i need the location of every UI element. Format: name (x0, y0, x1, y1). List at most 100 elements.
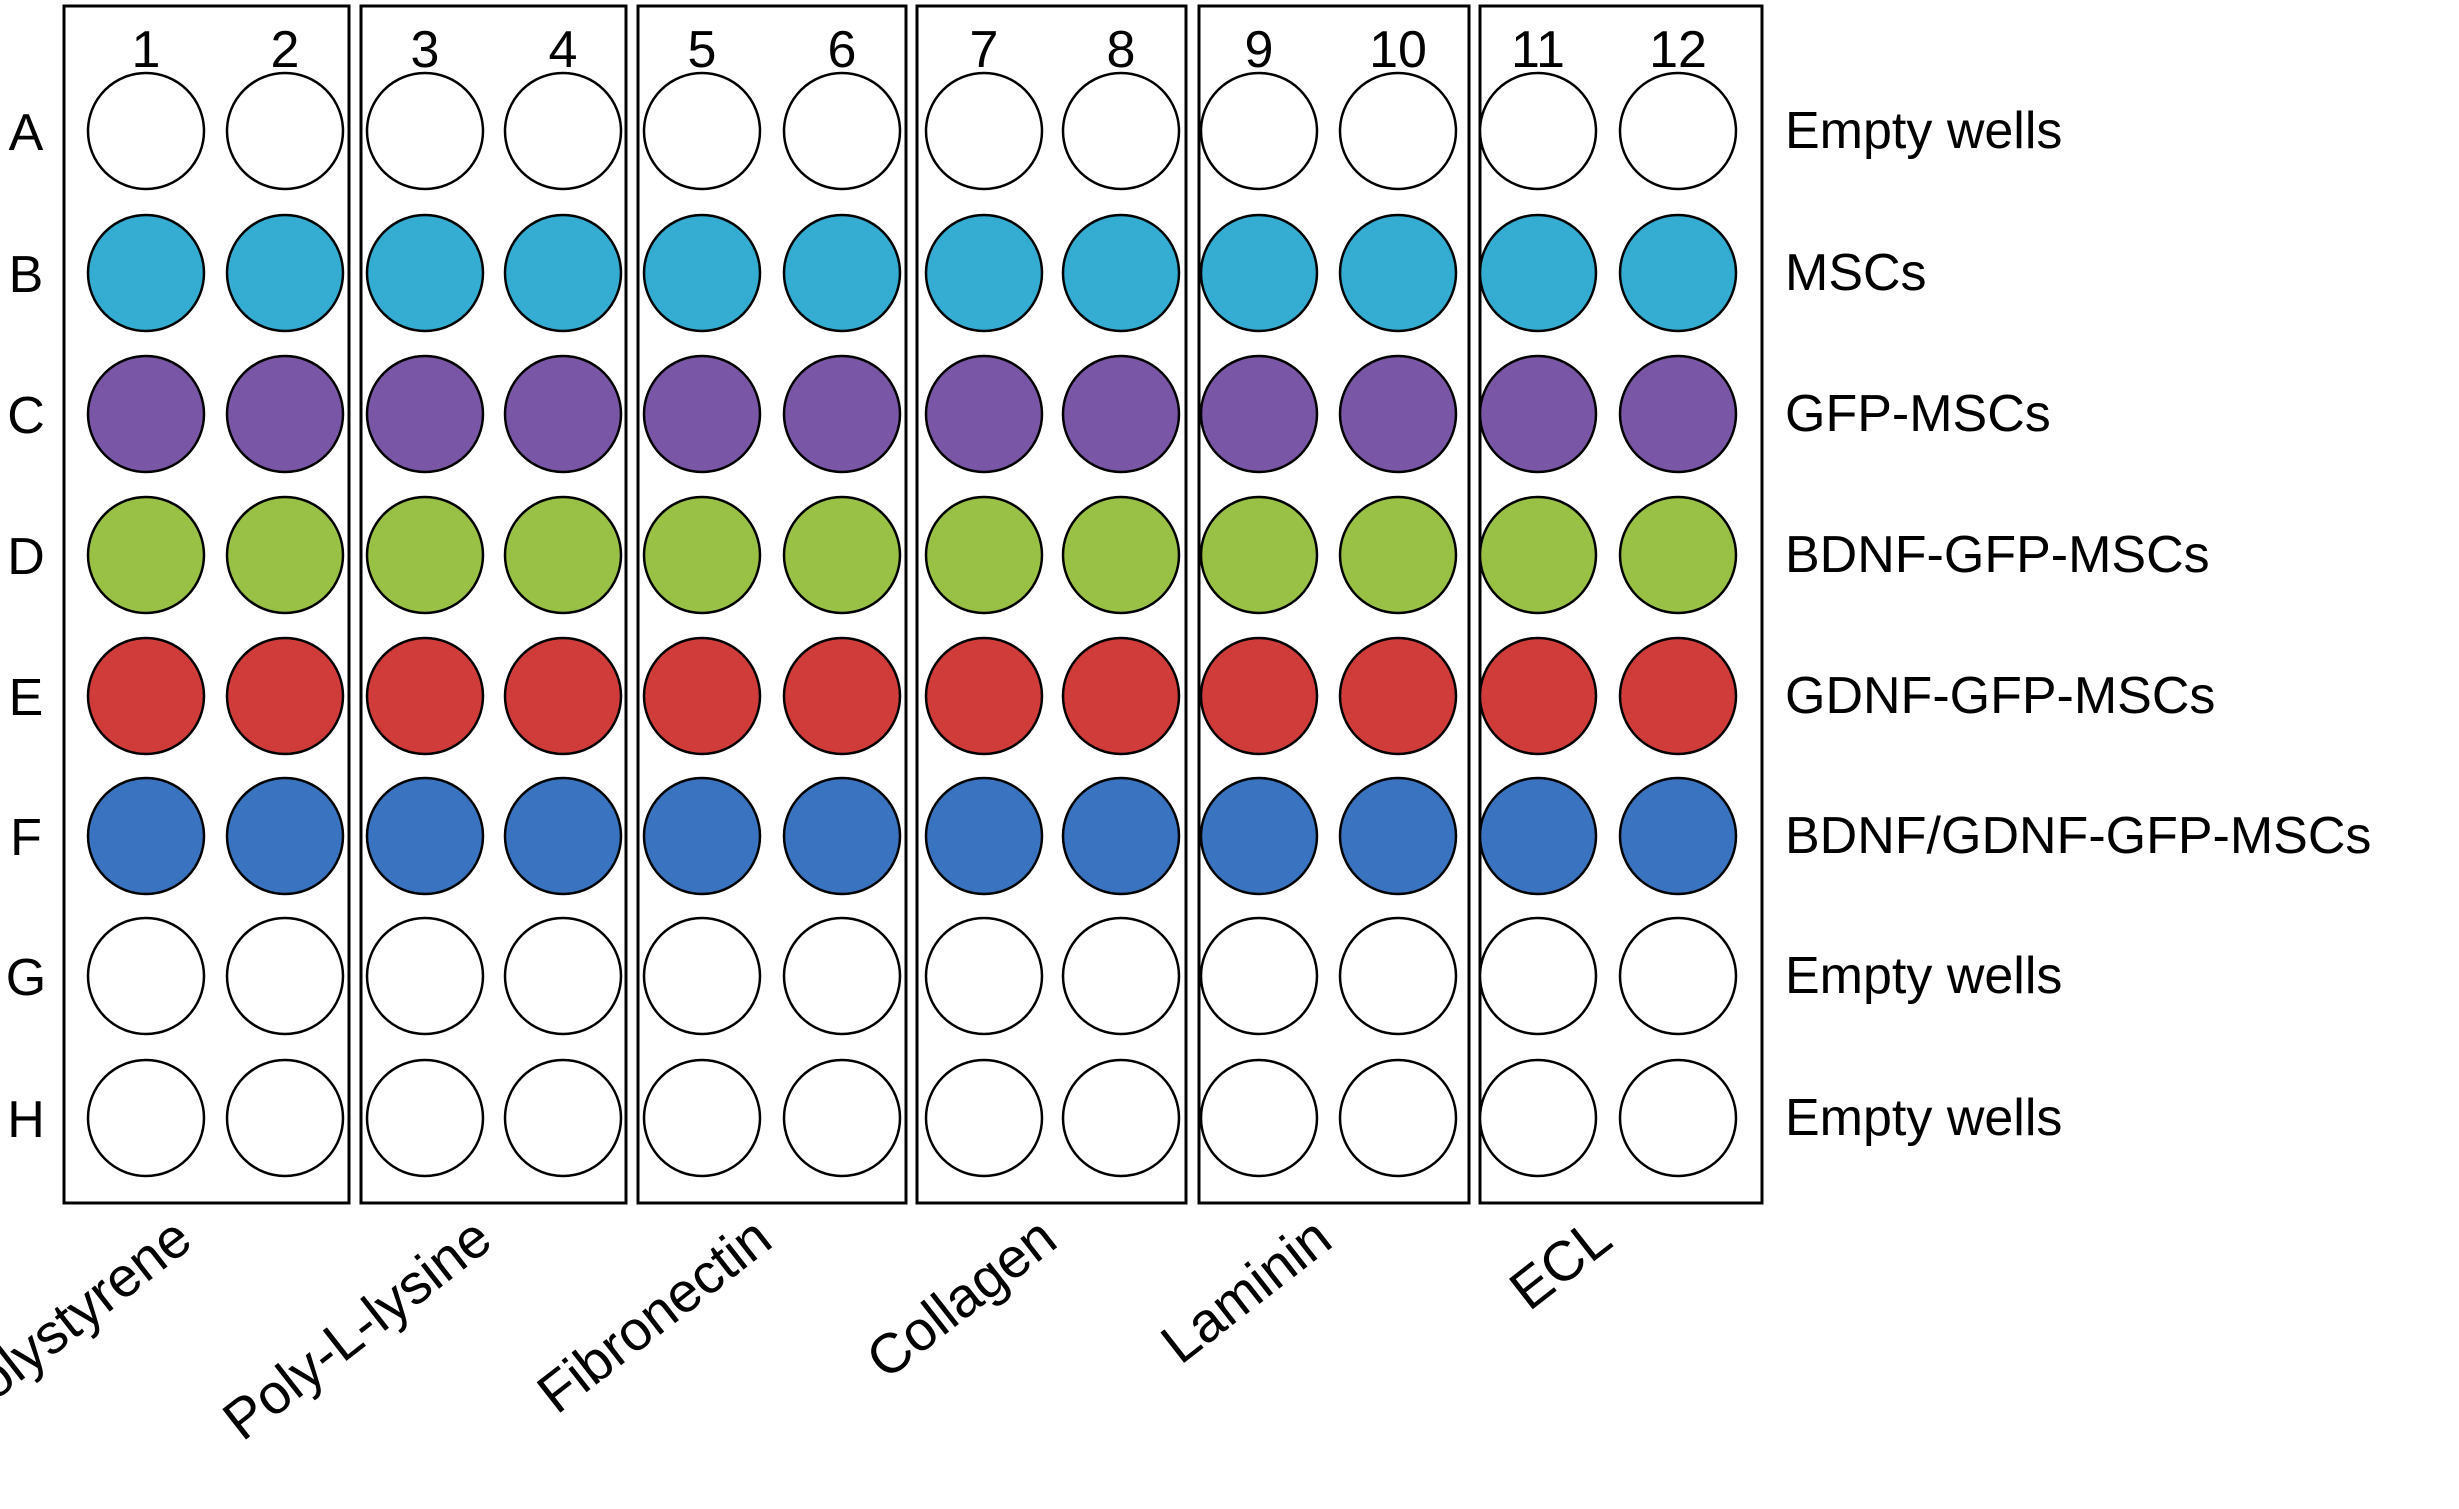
well-F8 (1061, 776, 1181, 896)
well-C11 (1478, 354, 1598, 474)
row-label: GDNF-GFP-MSCs (1785, 667, 2215, 725)
well-H8 (1061, 1058, 1181, 1178)
row-letter: D (7, 528, 45, 586)
well-A1 (86, 71, 206, 191)
column-number: 5 (688, 21, 717, 79)
well-D12 (1618, 495, 1738, 615)
column-number: 11 (1511, 21, 1565, 79)
well-E9 (1199, 636, 1319, 756)
well-H10 (1338, 1058, 1458, 1178)
well-E6 (782, 636, 902, 756)
group-box (915, 4, 1188, 1205)
column-number: 8 (1107, 21, 1136, 79)
well-H5 (642, 1058, 762, 1178)
row-label: Empty wells (1785, 102, 2062, 160)
well-E7 (924, 636, 1044, 756)
well-F12 (1618, 776, 1738, 896)
row-label: BDNF/GDNF-GFP-MSCs (1785, 807, 2371, 865)
coating-label: Collagen (854, 1205, 1067, 1391)
well-G11 (1478, 916, 1598, 1036)
well-F2 (225, 776, 345, 896)
well-E11 (1478, 636, 1598, 756)
well-A2 (225, 71, 345, 191)
well-A11 (1478, 71, 1598, 191)
well-B3 (365, 213, 485, 333)
well-A12 (1618, 71, 1738, 191)
well-H2 (225, 1058, 345, 1178)
group-box (636, 4, 908, 1205)
row-label: Empty wells (1785, 1089, 2062, 1147)
well-F9 (1199, 776, 1319, 896)
well-G1 (86, 916, 206, 1036)
well-B12 (1618, 213, 1738, 333)
well-C2 (225, 354, 345, 474)
well-B2 (225, 213, 345, 333)
well-G12 (1618, 916, 1738, 1036)
well-D4 (503, 495, 623, 615)
row-letter: A (9, 104, 44, 162)
well-G4 (503, 916, 623, 1036)
group-box (359, 4, 628, 1205)
well-F5 (642, 776, 762, 896)
coating-label: Laminin (1149, 1205, 1342, 1375)
column-number: 10 (1369, 21, 1427, 79)
row-label: Empty wells (1785, 947, 2062, 1005)
well-E10 (1338, 636, 1458, 756)
column-number: 12 (1649, 21, 1707, 79)
well-G6 (782, 916, 902, 1036)
row-letter: C (7, 387, 45, 445)
row-letter: F (10, 809, 42, 867)
well-D5 (642, 495, 762, 615)
well-D8 (1061, 495, 1181, 615)
well-H12 (1618, 1058, 1738, 1178)
well-F10 (1338, 776, 1458, 896)
well-A7 (924, 71, 1044, 191)
well-E3 (365, 636, 485, 756)
row-letter: G (6, 949, 46, 1007)
well-G5 (642, 916, 762, 1036)
well-B10 (1338, 213, 1458, 333)
well-G9 (1199, 916, 1319, 1036)
well-E5 (642, 636, 762, 756)
well-B6 (782, 213, 902, 333)
well-D1 (86, 495, 206, 615)
well-B4 (503, 213, 623, 333)
well-B7 (924, 213, 1044, 333)
column-number: 2 (271, 21, 300, 79)
column-number: 1 (132, 21, 161, 79)
well-F11 (1478, 776, 1598, 896)
well-B9 (1199, 213, 1319, 333)
column-number: 3 (411, 21, 440, 79)
well-G2 (225, 916, 345, 1036)
row-label: GFP-MSCs (1785, 385, 2051, 443)
well-B8 (1061, 213, 1181, 333)
well-C7 (924, 354, 1044, 474)
well-E12 (1618, 636, 1738, 756)
well-F7 (924, 776, 1044, 896)
row-letter: E (9, 669, 44, 727)
well-D10 (1338, 495, 1458, 615)
well-H7 (924, 1058, 1044, 1178)
well-C4 (503, 354, 623, 474)
well-F4 (503, 776, 623, 896)
column-number: 4 (549, 21, 578, 79)
coating-label: ECL (1498, 1205, 1623, 1322)
coating-label: Polystyrene (0, 1205, 202, 1435)
coating-label: Poly-L-lysine (211, 1205, 502, 1452)
well-B1 (86, 213, 206, 333)
well-C12 (1618, 354, 1738, 474)
well-C8 (1061, 354, 1181, 474)
well-H3 (365, 1058, 485, 1178)
well-C3 (365, 354, 485, 474)
well-H6 (782, 1058, 902, 1178)
well-A3 (365, 71, 485, 191)
group-box (1478, 4, 1764, 1205)
well-D6 (782, 495, 902, 615)
well-A6 (782, 71, 902, 191)
well-G10 (1338, 916, 1458, 1036)
well-A9 (1199, 71, 1319, 191)
well-A10 (1338, 71, 1458, 191)
well-B5 (642, 213, 762, 333)
well-C9 (1199, 354, 1319, 474)
well-G3 (365, 916, 485, 1036)
